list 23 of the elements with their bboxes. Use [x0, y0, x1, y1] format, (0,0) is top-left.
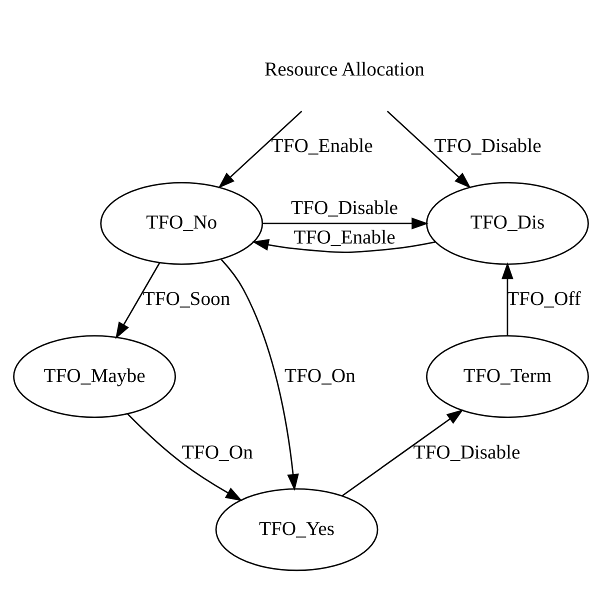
edge-label: TFO_Enable [271, 134, 373, 157]
arrow [502, 262, 514, 335]
arrow [386, 110, 471, 188]
edge-label: TFO_Soon [142, 288, 230, 310]
edge-label: TFO_Disable [434, 134, 542, 157]
arrow [252, 238, 436, 252]
arrow [115, 262, 160, 339]
edge-label: TFO_Disable [291, 196, 398, 218]
node-ellipse: TFO_No [100, 182, 264, 264]
edge-label: TFO_Disable [413, 440, 520, 463]
edge-label: TFO_Enable [294, 226, 396, 248]
edge-label: TFO_On [182, 440, 253, 463]
arrow [127, 412, 242, 501]
edge-label: TFO_On [284, 364, 356, 386]
arrow [220, 258, 299, 490]
node-ellipse: TFO_Maybe [13, 334, 176, 418]
arrow [218, 110, 302, 188]
node-text: Resource Allocation [264, 58, 425, 80]
arrow [262, 217, 428, 229]
node-ellipse: TFO_Dis [426, 182, 589, 264]
node-ellipse: TFO_Term [426, 334, 589, 418]
edge-label: TFO_Off [507, 288, 581, 310]
arrow [342, 408, 464, 496]
